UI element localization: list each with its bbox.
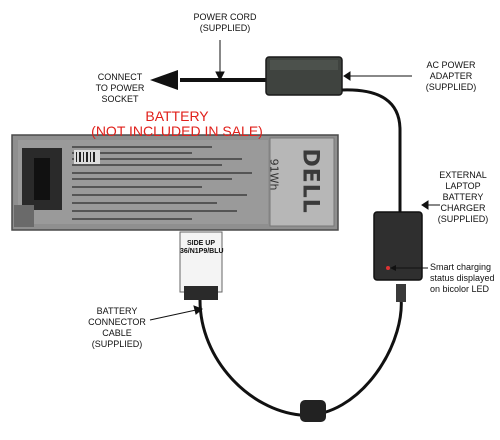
connect-socket-label: CONNECT TO POWER SOCKET [88, 72, 152, 105]
side-up-label: SIDE UP 36/N1P9/BLU [180, 240, 222, 256]
charger-plug [396, 284, 406, 302]
charger-label: EXTERNAL LAPTOP BATTERY CHARGER (SUPPLIE… [432, 170, 494, 225]
ac-adapter-label: AC POWER ADAPTER (SUPPLIED) [408, 60, 494, 93]
adapter-to-charger-cable [342, 90, 400, 215]
connector-cable-label: BATTERY CONNECTOR CABLE (SUPPLIED) [80, 306, 154, 350]
ac-adapter [266, 57, 342, 95]
battery-capacity: 91Wh [267, 159, 280, 191]
battery-pack [12, 135, 338, 230]
battery-title: BATTERY [88, 108, 266, 124]
battery-note: (NOT INCLUDED IN SALE) [88, 123, 266, 139]
dell-logo: DELL [298, 149, 323, 209]
power-cord [150, 70, 266, 90]
battery-connector-cable [200, 290, 401, 415]
ferrite-bead [300, 400, 326, 422]
led-note-label: Smart charging status displayed on bicol… [430, 262, 498, 295]
power-cord-label: POWER CORD (SUPPLIED) [180, 12, 270, 34]
external-charger [374, 212, 428, 280]
